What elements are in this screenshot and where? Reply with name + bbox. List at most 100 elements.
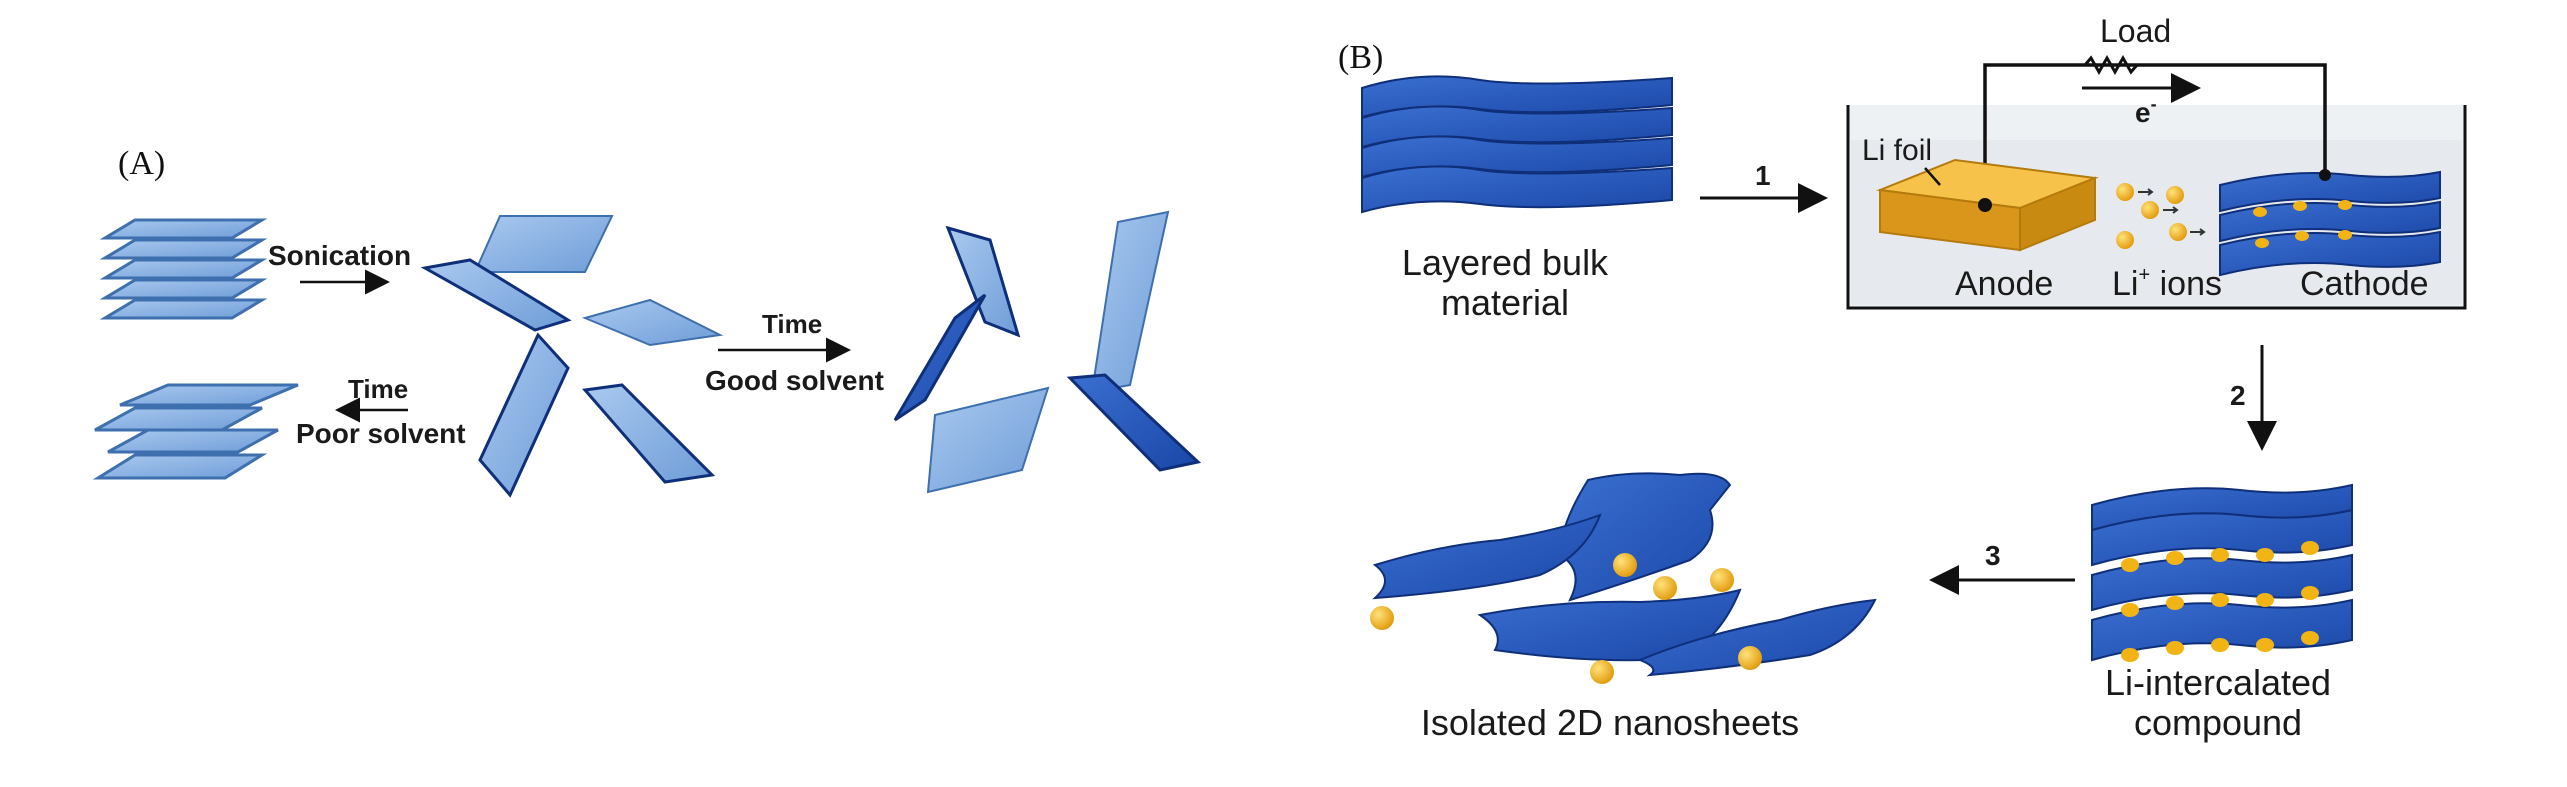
li-atom (1590, 660, 1614, 684)
layered-bulk-material (1361, 75, 1673, 214)
free-li-atoms (1370, 553, 1762, 684)
dispersed-sheets (893, 210, 1202, 494)
stacked-sheets-bottom (92, 383, 299, 480)
electron-label: e- (2135, 94, 2157, 128)
intercalated-li (2256, 593, 2274, 607)
compound-intercalants (2121, 541, 2319, 662)
intercalated-li (2121, 558, 2139, 572)
intercalated-li (2338, 200, 2352, 210)
intercalated-li (2338, 230, 2352, 240)
stack-sheet (99, 258, 268, 280)
stacked-sheets-top (99, 218, 268, 320)
cathode-layer (2219, 230, 2441, 277)
intercalated-li (2166, 596, 2184, 610)
li-foil-pointer (1924, 167, 1941, 186)
poor-solvent-label: Poor solvent (296, 418, 466, 449)
exfoliated-sheets (420, 215, 724, 498)
li-atom (1738, 646, 1762, 670)
step-1-label: 1 (1755, 160, 1771, 191)
load-resistor (2083, 54, 2139, 76)
cathode-intercalants (2253, 200, 2352, 248)
li-ion (2166, 186, 2184, 204)
nanosheet (1637, 598, 1877, 677)
li-atom (1653, 576, 1677, 600)
anode-side (2019, 176, 2096, 252)
intercalated-li (2166, 641, 2184, 655)
isolated-nanosheets (1370, 472, 1877, 684)
intercalated-li (2295, 231, 2309, 241)
intercalated-li (2121, 603, 2139, 617)
intercalated-li (2253, 207, 2267, 217)
li-atom (1370, 606, 1394, 630)
stack-sheet (107, 428, 279, 454)
intercalated-li (2301, 541, 2319, 555)
stack-sheet (119, 383, 299, 407)
stack-sheet (99, 238, 268, 260)
li-intercalated-label-line2: compound (2134, 702, 2302, 743)
intercalated-li (2293, 201, 2307, 211)
dispersed-sheet (945, 225, 1021, 338)
stack-sheet (99, 298, 268, 320)
li-atom (1710, 568, 1734, 592)
li-intercalated-label-line1: Li-intercalated (2105, 662, 2331, 703)
compound-layer (2091, 483, 2353, 532)
li-ion (2116, 231, 2134, 249)
intercalated-li (2211, 548, 2229, 562)
li-foil-label: Li foil (1862, 134, 1932, 167)
intercalated-li (2256, 548, 2274, 562)
cathode-contact (2319, 169, 2331, 181)
anode-contact (1978, 198, 1992, 212)
bulk-layer (1361, 165, 1673, 214)
dispersed-sheet (893, 293, 987, 422)
cathode-stack (2219, 170, 2441, 277)
load-label: Load (2100, 13, 2171, 49)
stack-sheet (94, 406, 263, 432)
ion-arrow (2163, 206, 2179, 214)
bulk-layer (1361, 75, 1673, 119)
exfoliated-sheet (473, 215, 614, 273)
nanosheet (1372, 513, 1602, 600)
step-2-label: 2 (2230, 380, 2246, 411)
anode-label: Anode (1955, 265, 2053, 303)
layered-bulk-label-line2: material (1441, 282, 1569, 323)
dispersed-sheet (1090, 210, 1170, 394)
li-intercalated-compound (2091, 483, 2353, 662)
compound-layer (2091, 553, 2353, 612)
layered-bulk-label-line1: Layered bulk (1402, 242, 1609, 283)
cathode-layer (2219, 200, 2441, 243)
dispersed-sheet (926, 386, 1050, 494)
panel-b-label: (B) (1338, 39, 1383, 76)
intercalated-li (2211, 638, 2229, 652)
step-3-label: 3 (1985, 540, 2001, 571)
panel-a-label: (A) (118, 145, 165, 182)
exfoliated-sheet (582, 383, 716, 484)
dispersed-sheet (1066, 373, 1202, 472)
intercalated-li (2166, 551, 2184, 565)
li-atom (1613, 553, 1637, 577)
exfoliated-sheet (581, 298, 724, 347)
li-ion (2169, 223, 2187, 241)
intercalated-li (2256, 638, 2274, 652)
stack-sheet (99, 218, 268, 240)
intercalated-li (2255, 238, 2269, 248)
li-ions (2116, 183, 2206, 249)
electrochemical-cell: Load e- Li foil Anode (1846, 13, 2467, 310)
intercalated-li (2121, 648, 2139, 662)
stack-sheet (99, 278, 268, 300)
nanosheet (1477, 588, 1742, 662)
good-solvent-label: Good solvent (705, 365, 884, 396)
cathode-layer (2219, 170, 2441, 213)
time-bottom-label: Time (348, 374, 408, 404)
intercalated-li (2301, 586, 2319, 600)
time-top-label: Time (762, 309, 822, 339)
li-ions-label: Li+ ions (2112, 264, 2222, 303)
load-wire (1983, 63, 2327, 205)
exfoliated-sheet (420, 258, 572, 332)
exfoliated-sheet (478, 332, 570, 498)
isolated-nanosheets-label: Isolated 2D nanosheets (1421, 702, 1799, 743)
panel-a: (A) Sonication Time Poor solvent (92, 145, 1202, 498)
panel-b: (B) Layered bulk material 1 Load e- (1338, 13, 2467, 743)
ion-arrow (2138, 188, 2154, 196)
ion-arrow (2190, 228, 2206, 236)
cathode-label: Cathode (2300, 265, 2429, 303)
